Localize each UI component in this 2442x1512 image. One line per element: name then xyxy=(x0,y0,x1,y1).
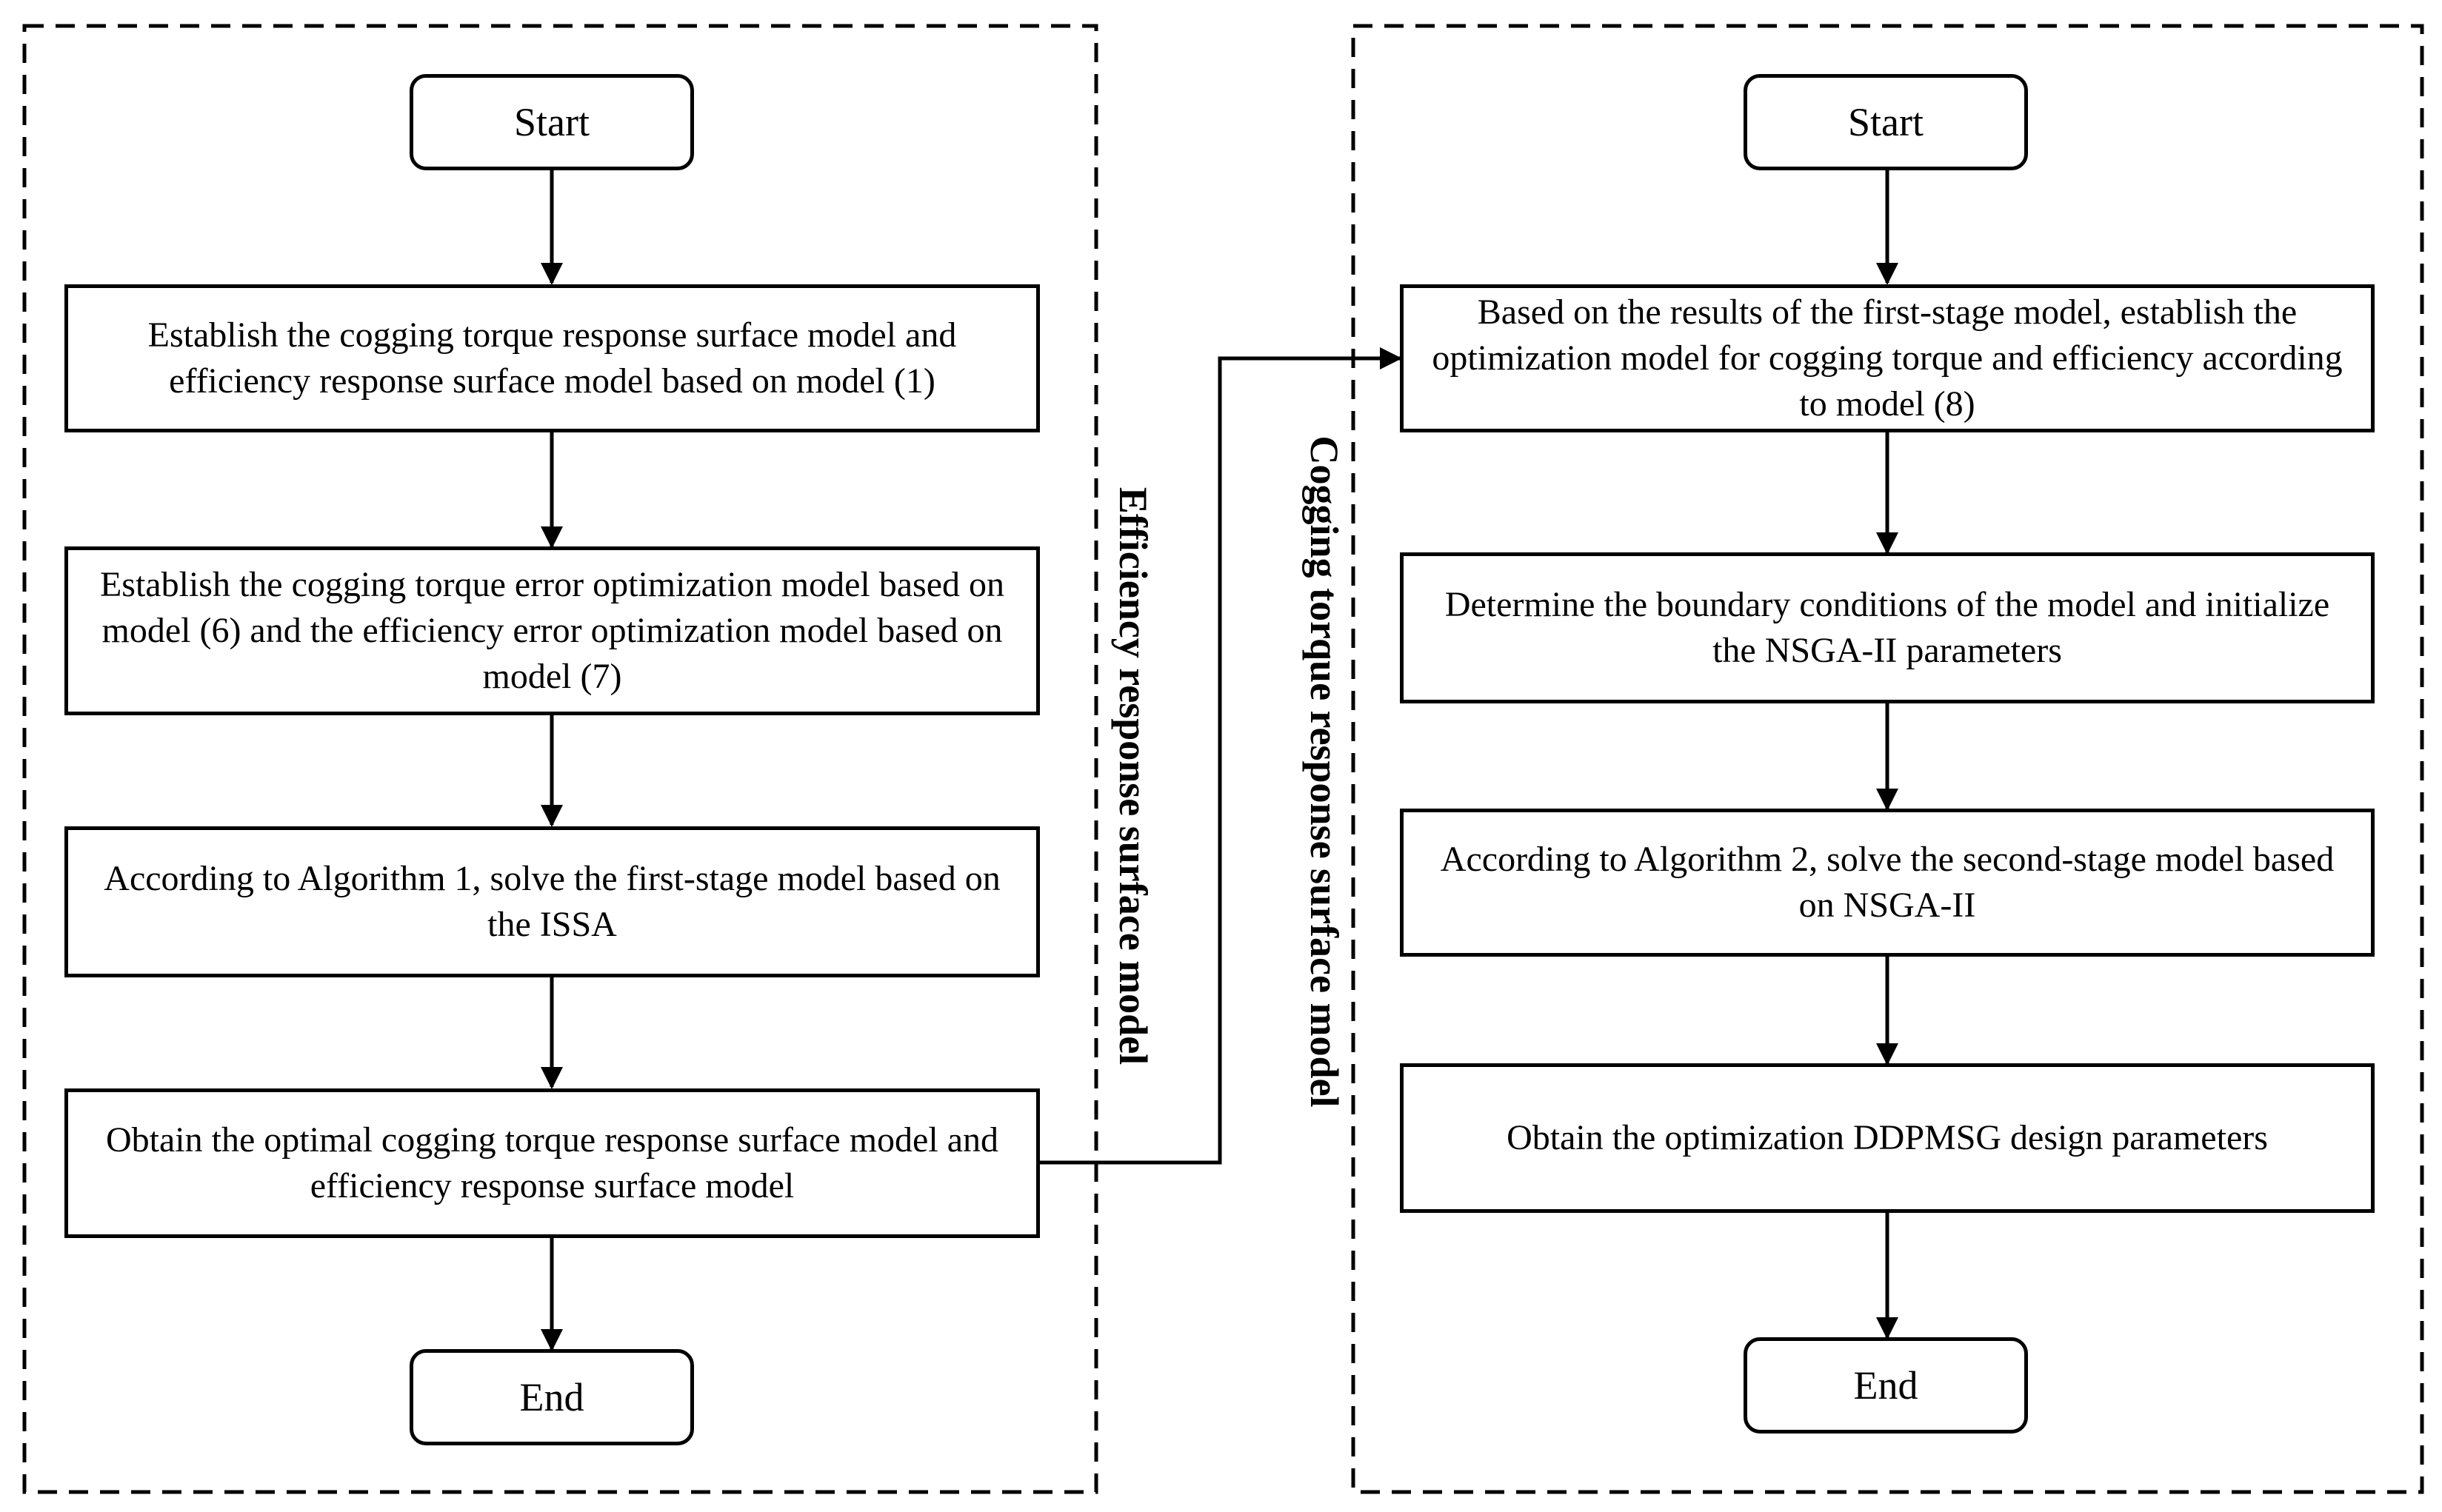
left-start-label: Start xyxy=(514,100,590,144)
right-step-3: According to Algorithm 2, solve the seco… xyxy=(1400,809,2375,957)
left-step-3: According to Algorithm 1, solve the firs… xyxy=(64,826,1040,977)
right-end-node: End xyxy=(1744,1337,2028,1434)
right-start-node: Start xyxy=(1744,74,2028,170)
right-step-1: Based on the results of the first-stage … xyxy=(1400,284,2375,432)
left-step-4-text: Obtain the optimal cogging torque respon… xyxy=(106,1120,998,1205)
efficiency-surface-label: Efficiency response surface model xyxy=(1111,486,1155,1066)
arrow-stage1-to-stage2 xyxy=(1037,347,1402,1165)
left-step-1-text: Establish the cogging torque response su… xyxy=(147,315,957,401)
left-step-1: Establish the cogging torque response su… xyxy=(64,284,1040,432)
cogging-surface-label: Cogging torque response surface model xyxy=(1302,435,1347,1108)
left-end-node: End xyxy=(410,1349,694,1445)
right-step-2-text: Determine the boundary conditions of the… xyxy=(1444,585,2330,670)
right-step-2: Determine the boundary conditions of the… xyxy=(1400,552,2375,703)
right-step-1-text: Based on the results of the first-stage … xyxy=(1432,292,2343,424)
left-step-3-text: According to Algorithm 1, solve the firs… xyxy=(104,859,1001,944)
left-start-node: Start xyxy=(410,74,694,170)
right-start-label: Start xyxy=(1848,100,1924,144)
right-stage-panel xyxy=(1351,24,2424,1494)
left-step-4: Obtain the optimal cogging torque respon… xyxy=(64,1088,1040,1238)
left-step-2: Establish the cogging torque error optim… xyxy=(64,546,1040,715)
right-step-4-text: Obtain the optimization DDPMSG design pa… xyxy=(1507,1118,2268,1157)
left-stage-panel xyxy=(22,24,1098,1494)
left-end-label: End xyxy=(519,1375,584,1419)
right-step-4: Obtain the optimization DDPMSG design pa… xyxy=(1400,1063,2375,1213)
right-end-label: End xyxy=(1853,1363,1918,1408)
left-step-2-text: Establish the cogging torque error optim… xyxy=(99,565,1005,696)
right-step-3-text: According to Algorithm 2, solve the seco… xyxy=(1440,840,2335,925)
